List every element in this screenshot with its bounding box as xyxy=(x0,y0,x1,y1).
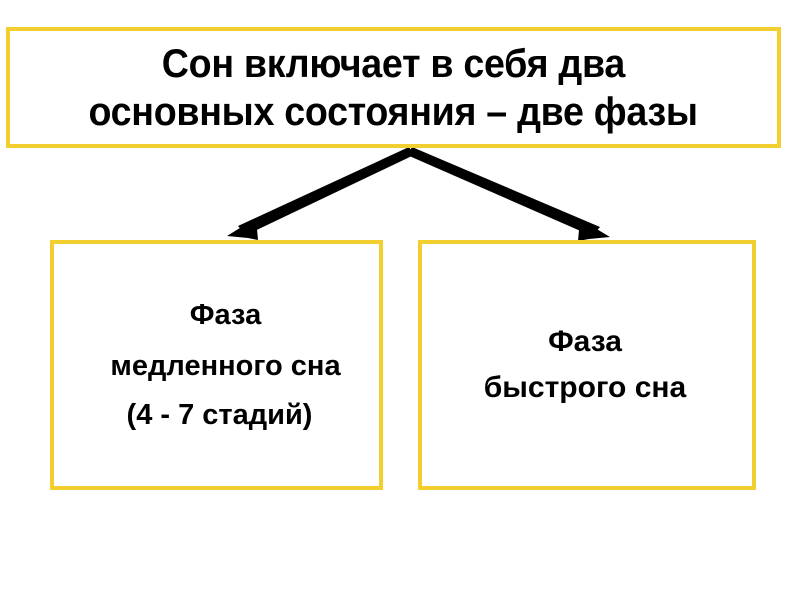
arrow-to-fast-phase-icon xyxy=(407,147,610,241)
slow-sleep-text-block: Фаза медленного сна (4 - 7 стадий) xyxy=(54,296,379,435)
fast-sleep-text-block: Фаза быстрого сна xyxy=(422,319,752,411)
title-line-1: Сон включает в себя два xyxy=(161,41,626,86)
fast-sleep-phase-box: Фаза быстрого сна xyxy=(418,240,756,490)
slow-sleep-phase-box: Фаза медленного сна (4 - 7 стадий) xyxy=(50,240,383,490)
fast-sleep-line-1: Фаза xyxy=(548,325,622,358)
slow-sleep-line-2: медленного сна xyxy=(110,349,341,382)
arrow-to-slow-phase-icon xyxy=(227,147,414,240)
fast-sleep-line-2: быстрого сна xyxy=(483,371,687,404)
title-line-2: основных состояния – две фазы xyxy=(88,89,699,134)
title-box: Сон включает в себя два основных состоян… xyxy=(6,27,781,148)
slow-sleep-line-3: (4 - 7 стадий) xyxy=(126,398,313,431)
slow-sleep-line-1: Фаза xyxy=(189,298,262,331)
